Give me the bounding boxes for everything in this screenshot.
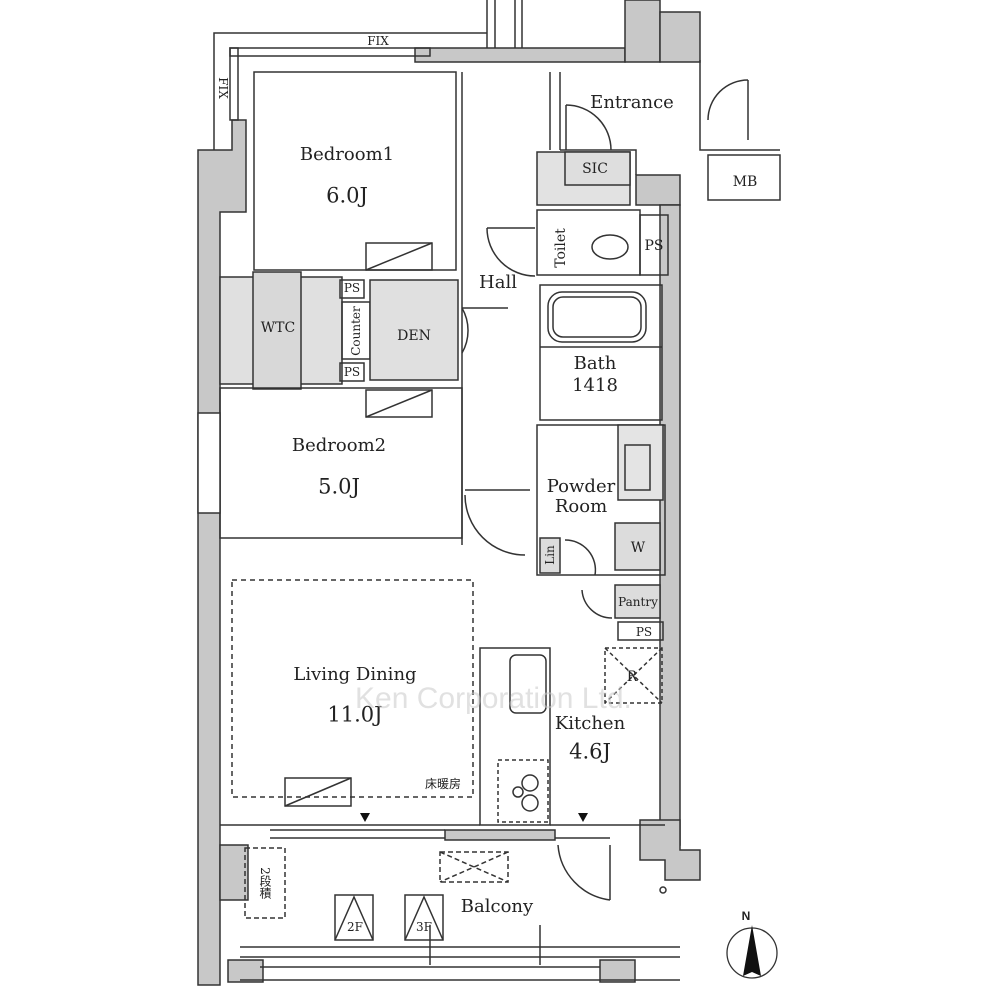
kitchen-label: Kitchen	[554, 713, 626, 734]
bath-label: Bath	[573, 353, 617, 374]
ps-label-toilet: PS	[644, 238, 664, 254]
hatch-2f-label: 2F	[347, 920, 363, 934]
living-dining-label: Living Dining	[293, 664, 417, 685]
bedroom1-label: Bedroom1	[299, 144, 395, 165]
entrance-label: Entrance	[590, 92, 674, 113]
refrigerator-label: R	[626, 669, 638, 685]
hatch-3f-label: 3F	[416, 920, 432, 934]
bedroom1-size: 6.0J	[326, 183, 368, 208]
walls	[197, 0, 701, 986]
toilet-label: Toilet	[553, 228, 569, 268]
pantry-label: Pantry	[618, 595, 658, 609]
ps-label-upper: PS	[343, 281, 361, 295]
watermark: Ken Corporation Ltd.	[355, 682, 632, 715]
sic-label: SIC	[582, 161, 608, 177]
bedroom2-size: 5.0J	[318, 474, 360, 499]
ps-label-lower: PS	[343, 365, 361, 379]
kitchen-size: 4.6J	[569, 739, 611, 764]
counter-label: Counter	[349, 306, 363, 356]
compass-north-label: N	[741, 909, 751, 923]
den-label: DEN	[397, 328, 431, 344]
bath-size: 1418	[572, 375, 618, 396]
mb-label: MB	[732, 174, 758, 190]
wtc-label: WTC	[260, 320, 296, 336]
interior-lines	[197, 0, 781, 981]
window-markers	[360, 813, 588, 822]
hall-label: Hall	[479, 272, 517, 293]
two-tier-storage-label: 2段積	[258, 867, 272, 899]
floor-heating-label: 床暖房	[424, 777, 462, 791]
compass-rose	[726, 925, 778, 979]
bedroom2-label: Bedroom2	[291, 435, 387, 456]
fix-window-label-top: FIX	[367, 34, 389, 48]
washer-label: W	[630, 540, 646, 556]
linen-label: Lin	[543, 545, 557, 565]
powder-room-label-line1: Powder	[546, 476, 616, 497]
balcony-label: Balcony	[460, 896, 534, 917]
living-dining-size: 11.0J	[327, 702, 383, 727]
fix-window-label-side: FIX	[216, 77, 230, 99]
ps-label-kitchen: PS	[635, 625, 653, 639]
powder-room-label-line2: Room	[554, 496, 608, 517]
